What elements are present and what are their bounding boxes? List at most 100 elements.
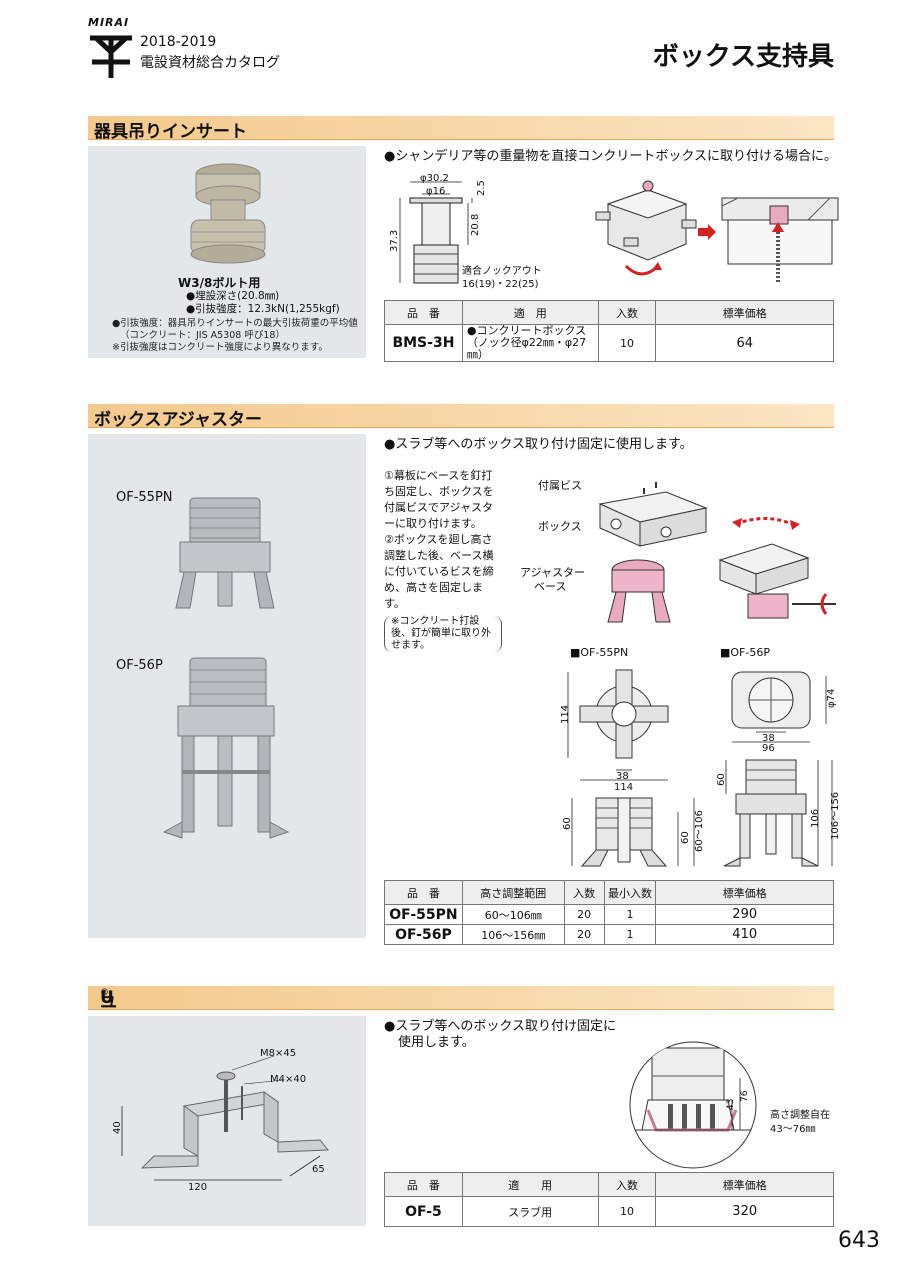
catalog-name: 電設資材総合カタログ (140, 55, 280, 71)
registered-mark: ® (100, 988, 109, 998)
uniporter-photo-panel: M8×45 M4×40 40 120 65 (88, 1016, 366, 1226)
callout-screw: 付属ビス (538, 479, 582, 492)
table-row: OF-5 スラブ用 10 320 (384, 1196, 834, 1227)
height-note-2: 43～76㎜ (770, 1124, 816, 1135)
quantity: 20 (563, 924, 605, 945)
table-header: 入数 (597, 1172, 657, 1197)
photo-label-of55pn: OF-55PN (116, 490, 173, 505)
table-header: 入数 (563, 880, 605, 905)
adjuster-assembly-illustration (598, 482, 836, 623)
dim-label: 60 (562, 817, 573, 830)
dim-label: 114 (560, 704, 571, 724)
spec-line: ●埋設深さ(20.8㎜) (186, 290, 280, 302)
part-number: BMS-3H (384, 324, 463, 362)
table-header: 品 番 (384, 300, 463, 325)
installation-steps: ①幕板にベースを釘打ち固定し、ボックスを付属ビスでアジャスターに取り付けます。 … (384, 468, 502, 652)
section-bar-insert: 器具吊りインサート (88, 116, 834, 142)
photo-caption: W3/8ボルト用 (178, 276, 261, 290)
table-row: OF-56P 106～156㎜ 20 1 410 (384, 924, 834, 945)
uniporter-description-1: ●スラブ等へのボックス取り付け固定に (384, 1019, 616, 1034)
insert-usage-illustration (595, 180, 839, 282)
bolt-label-m4: M4×40 (270, 1074, 307, 1085)
price: 320 (655, 1196, 834, 1227)
dim-label: 106～156 (830, 791, 841, 840)
step-text: ①幕板にベースを釘打ち固定し、ボックスを付属ビスでアジャスターに取り付けます。 (384, 469, 494, 530)
quantity: 20 (563, 904, 605, 925)
knockout-sizes: 16(19)・22(25) (462, 279, 539, 290)
photo-label-of56p: OF-56P (116, 658, 163, 673)
table-header: 適 用 (461, 300, 599, 325)
insert-description: ●シャンデリア等の重量物を直接コンクリートボックスに取り付ける場合に。 (384, 149, 837, 164)
uniporter-product-image (121, 1055, 330, 1181)
step-note: ※コンクリート打設後、釘が簡単に取り外せます。 (384, 616, 502, 652)
dim-label: 37.3 (389, 229, 400, 252)
usage-cell: ●コンクリートボックス （ノック径φ22㎜・φ27㎜） (461, 324, 599, 362)
dim-label: 76 (740, 1090, 750, 1102)
table-header: 品 番 (384, 1172, 463, 1197)
diagram-title-of56p: ■OF-56P (720, 646, 770, 659)
note-line: ※引抜強度はコンクリート強度により異なります。 (112, 342, 328, 353)
table-header-row: 品 番 適 用 入数 標準価格 (384, 1172, 834, 1197)
quantity: 10 (597, 324, 657, 362)
table-header: 品 番 (384, 880, 463, 905)
dim-label: 2.5 (476, 180, 487, 196)
table-header: 標準価格 (655, 1172, 834, 1197)
of55pn-product-image (175, 497, 275, 609)
dim-label: 60 (716, 773, 727, 786)
step-text: ②ボックスを廻し高さ調整した後、ベース横に付いているビスを締め、高さを固定します… (384, 533, 494, 610)
dim-label: 20.8 (470, 213, 481, 236)
table-header-row: 品 番 高さ調整範囲 入数 最小入数 標準価格 (384, 880, 834, 905)
of56p-dimension-drawing (723, 671, 833, 867)
dim-label: 38 (762, 733, 775, 744)
dim-label: 43 (726, 1098, 736, 1110)
adjuster-spec-table: 品 番 高さ調整範囲 入数 最小入数 標準価格 OF-55PN 60～106㎜ … (384, 880, 834, 945)
table-header: 入数 (597, 300, 657, 325)
note-line: ●引抜強度：器具吊りインサートの最大引抜荷重の平均値 (112, 318, 358, 329)
dim-label: 96 (762, 743, 775, 754)
usage: スラブ用 (461, 1196, 599, 1227)
price: 290 (655, 904, 834, 925)
knockout-title: 適合ノックアウト (462, 266, 542, 277)
section-title: ボックスアジャスター (94, 410, 262, 430)
part-number: OF-5 (384, 1196, 463, 1227)
price: 64 (655, 324, 834, 362)
section-title: 器具吊りインサート (94, 122, 247, 142)
uniporter-spec-table: 品 番 適 用 入数 標準価格 OF-5 スラブ用 10 320 (384, 1172, 834, 1227)
dim-label: 40 (112, 1121, 123, 1134)
table-row: OF-55PN 60～106㎜ 20 1 290 (384, 904, 834, 925)
part-number: OF-55PN (384, 904, 463, 925)
insert-photo-panel: W3/8ボルト用 ●埋設深さ(20.8㎜) ●引抜強度：12.3kN(1,255… (88, 146, 366, 358)
height-note-1: 高さ調整自在 (770, 1110, 830, 1121)
table-header-row: 品 番 適 用 入数 標準価格 (384, 300, 834, 325)
section-bar-uniporter: ユニポーター®U (88, 986, 834, 1138)
dim-label: φ16 (426, 186, 446, 197)
height-range: 106～156㎜ (461, 924, 565, 945)
section-title-suffix: U (100, 988, 114, 1008)
usage-line: ●コンクリートボックス (466, 324, 587, 337)
callout-box: ボックス (538, 520, 582, 533)
dim-label: 114 (614, 782, 634, 793)
dim-label: φ30.2 (420, 173, 449, 184)
adjuster-description: ●スラブ等へのボックス取り付け固定に使用します。 (384, 437, 693, 452)
min-quantity: 1 (603, 924, 657, 945)
section-bar-adjuster: ボックスアジャスター (88, 404, 834, 430)
spec-line: ●引抜強度：12.3kN(1,255kgf) (186, 303, 340, 315)
price: 410 (655, 924, 834, 945)
min-quantity: 1 (603, 904, 657, 925)
dim-label: 120 (188, 1182, 208, 1193)
usage-line: （ノック径φ22㎜・φ27㎜） (466, 336, 587, 361)
callout-adjuster: アジャスター (520, 566, 586, 579)
diagram-title-of55pn: ■OF-55PN (570, 646, 629, 659)
table-header: 標準価格 (655, 300, 834, 325)
adjuster-photo-panel: OF-55PN OF-56P (88, 434, 366, 938)
quantity: 10 (597, 1196, 657, 1227)
table-row: BMS-3H ●コンクリートボックス （ノック径φ22㎜・φ27㎜） 10 64 (384, 324, 834, 362)
callout-base: ベース (534, 580, 567, 593)
dim-label: φ74 (826, 688, 837, 708)
dim-label: 65 (312, 1164, 325, 1175)
of56p-product-image (162, 657, 290, 839)
dim-label: 60～106 (694, 810, 705, 852)
insert-spec-table: 品 番 適 用 入数 標準価格 BMS-3H ●コンクリートボックス （ノック径… (384, 300, 834, 362)
insert-product-image (190, 163, 266, 264)
note-line: （コンクリート：JIS A5308 呼び18） (120, 330, 285, 341)
